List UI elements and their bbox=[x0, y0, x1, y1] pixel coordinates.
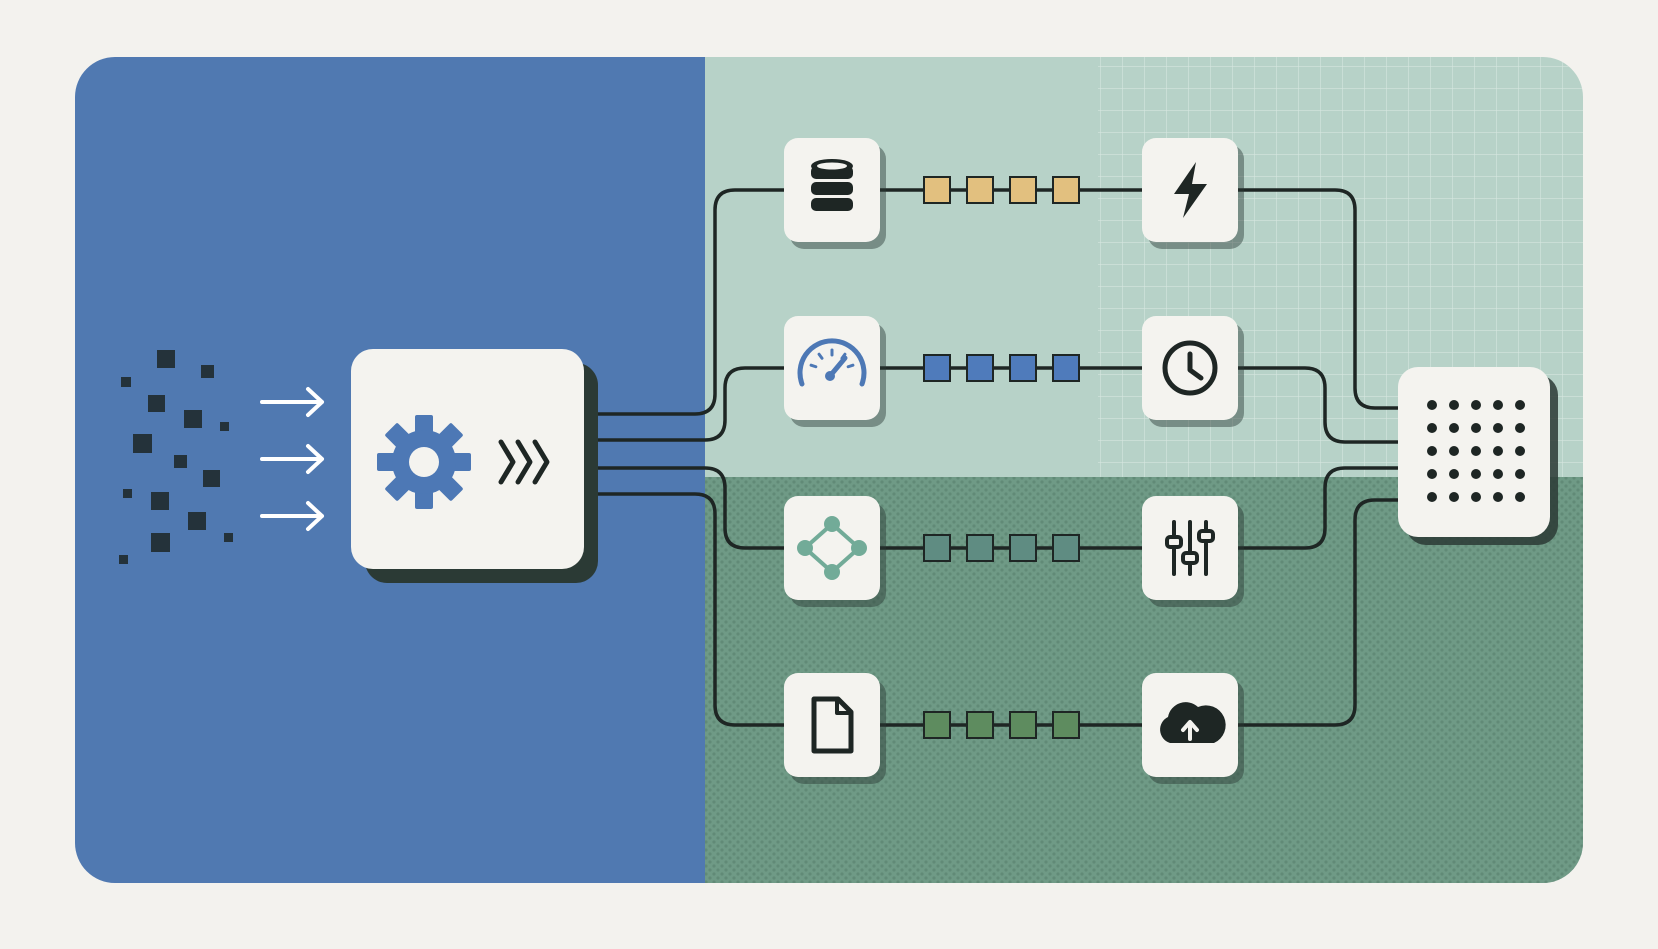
pixel-square bbox=[203, 470, 220, 487]
pixel-square bbox=[121, 377, 131, 387]
packet-square bbox=[1052, 354, 1080, 382]
packet-square bbox=[1009, 354, 1037, 382]
destination-card[interactable] bbox=[1398, 367, 1558, 545]
pixel-square bbox=[148, 395, 165, 412]
file-icon bbox=[811, 696, 854, 754]
connector-line bbox=[598, 492, 787, 727]
pixel-square bbox=[151, 533, 170, 552]
arrow-right-icon bbox=[260, 444, 324, 474]
connector-line bbox=[1235, 466, 1398, 550]
lane-card[interactable] bbox=[784, 138, 886, 249]
packet-square bbox=[1052, 711, 1080, 739]
packet-square bbox=[923, 534, 951, 562]
packet-square bbox=[966, 534, 994, 562]
data-pixels bbox=[119, 350, 233, 564]
connector-line bbox=[598, 466, 787, 550]
pixel-square bbox=[220, 422, 229, 431]
chevrons-right-icon bbox=[498, 439, 550, 485]
packets bbox=[923, 176, 1080, 739]
connector-line bbox=[1235, 498, 1398, 727]
pixel-square bbox=[224, 533, 233, 542]
database-icon bbox=[811, 159, 853, 211]
cloud-upload-icon bbox=[1160, 702, 1226, 743]
pixel-square bbox=[123, 489, 132, 498]
pixel-square bbox=[184, 410, 202, 428]
packet-square bbox=[1009, 176, 1037, 204]
arrow-right-icon bbox=[260, 501, 324, 531]
packet-square bbox=[1009, 534, 1037, 562]
packet-square bbox=[966, 176, 994, 204]
packet-square bbox=[1009, 711, 1037, 739]
gear-icon bbox=[377, 415, 471, 509]
source-card[interactable] bbox=[351, 349, 598, 583]
pixel-square bbox=[151, 492, 169, 510]
packet-square bbox=[923, 354, 951, 382]
lane-card[interactable] bbox=[1142, 316, 1244, 427]
lane-card[interactable] bbox=[1142, 496, 1244, 607]
network-nodes-icon bbox=[797, 516, 867, 580]
connector-line bbox=[598, 188, 787, 416]
lane-card[interactable] bbox=[784, 496, 886, 607]
connector-line bbox=[598, 366, 787, 442]
packet-square bbox=[923, 711, 951, 739]
gauge-icon bbox=[797, 338, 867, 387]
lane-card[interactable] bbox=[784, 673, 886, 784]
lane-card[interactable] bbox=[1142, 138, 1244, 249]
pixel-square bbox=[157, 350, 175, 368]
packet-square bbox=[1052, 534, 1080, 562]
sliders-icon bbox=[1165, 520, 1215, 576]
pixel-square bbox=[119, 555, 128, 564]
packet-square bbox=[923, 176, 951, 204]
connector-line bbox=[1235, 366, 1398, 444]
input-arrows bbox=[260, 387, 324, 531]
dot-grid-icon bbox=[1427, 400, 1525, 502]
connector-line bbox=[1235, 188, 1398, 410]
packet-square bbox=[966, 711, 994, 739]
lane-card[interactable] bbox=[1142, 673, 1244, 784]
arrow-right-icon bbox=[260, 387, 324, 417]
pixel-square bbox=[133, 434, 152, 453]
lightning-icon bbox=[1174, 162, 1207, 218]
packet-square bbox=[1052, 176, 1080, 204]
lane-card[interactable] bbox=[784, 316, 886, 427]
pixel-square bbox=[174, 455, 187, 468]
packet-square bbox=[966, 354, 994, 382]
pixel-square bbox=[201, 365, 214, 378]
clock-icon bbox=[1162, 340, 1218, 396]
pixel-square bbox=[188, 512, 206, 530]
